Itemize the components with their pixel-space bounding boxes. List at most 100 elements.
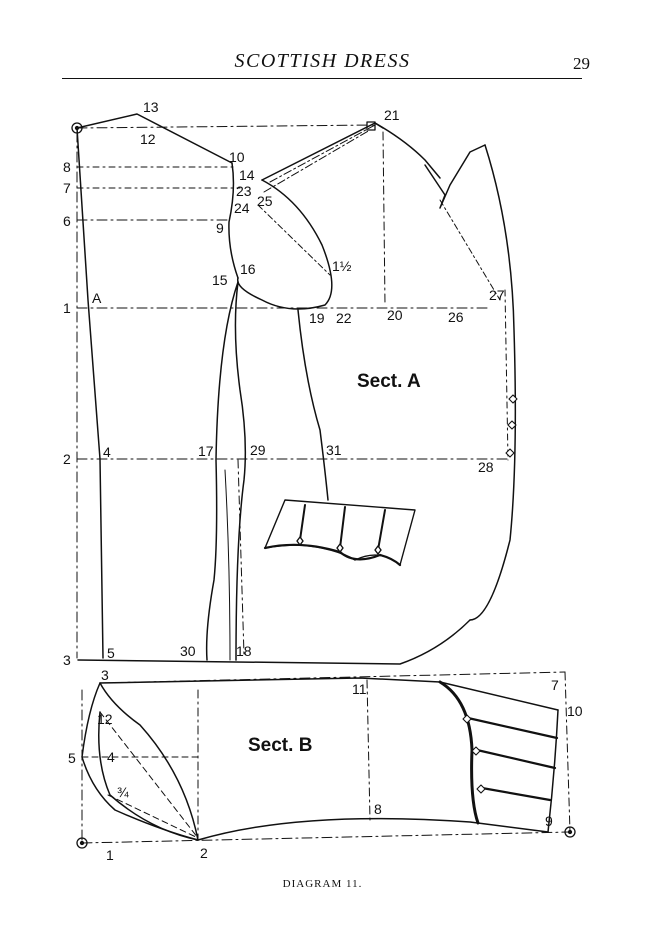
b-cuff-buttons [462,714,486,794]
a-front-button-1 [508,394,518,404]
label-b-2: 2 [200,845,208,861]
sect-b-outline [81,677,559,841]
a-flap-pleat-1 [299,504,306,541]
label-a-3: 3 [63,652,71,668]
sect-b-construction-lines [81,671,571,844]
a-point-markers [71,121,376,134]
label-b-10: 10 [567,703,583,719]
label-a-1half: 1½ [332,258,352,274]
label-b-3q: ¾ [117,784,129,800]
a-side-body-right [234,281,247,661]
a-back-armhole [228,162,239,279]
label-a-12: 12 [140,131,156,147]
b-right-vertical [564,671,571,833]
b-bottom-edge [197,817,549,841]
label-a-23: 23 [236,183,252,199]
label-b-11: 11 [352,681,367,697]
a-neck-construction [263,129,371,193]
label-a-13: 13 [143,99,159,115]
sect-a-labels: 13 12 21 8 10 14 7 23 25 24 6 9 15 16 1½… [63,99,505,668]
label-a-20: 20 [387,307,403,323]
a-pocket-flap [263,499,416,567]
label-a-17: 17 [198,443,214,459]
a-shoulder-construction [269,124,376,183]
b-cuff-top [439,681,559,711]
a-point-21-marker [366,121,376,131]
diagram-caption: DIAGRAM 11. [282,878,363,890]
label-a-27: 27 [489,287,505,303]
b-cuff-right [547,709,559,833]
b-bottom-line [81,831,571,844]
a-flap-pleat-3 [377,509,386,551]
label-a-25: 25 [257,193,273,209]
a-lapel-construction [439,199,501,301]
label-b-4: 4 [107,749,115,765]
header-rule [62,78,582,79]
label-b-8: 8 [374,801,382,817]
b-cuff-stripe-2 [475,748,557,770]
a-front-button-2 [507,420,517,430]
a-top-construction-line [76,124,376,129]
label-a-24: 24 [234,200,250,216]
b-left-origin [76,837,88,849]
label-b-9: 9 [545,813,553,829]
label-a-9: 9 [216,220,224,236]
a-bottom-edge [77,619,471,665]
section-b-title: Sect. B [248,735,312,756]
a-armhole-curve [236,179,333,310]
a-button-1 [296,536,304,546]
label-b-5: 5 [68,750,76,766]
a-dart-line [224,469,231,661]
label-a-8: 8 [63,159,71,175]
b-right-origin [564,826,576,838]
a-origin-point-dot [74,125,80,131]
a-side-vertical [237,459,245,656]
running-title: SCOTTISH DRESS [234,50,411,72]
label-a-2: 2 [63,451,71,467]
label-b-12: 12 [97,711,113,727]
a-shoulder-seam [261,122,384,181]
a-underarm-seam [297,309,329,501]
a-sleeve-depth-line [257,204,331,276]
b-line-3q [107,794,199,839]
section-a-title: Sect. A [357,371,421,392]
b-cuff-button-1 [462,714,472,724]
a-flap-scallop [263,543,402,567]
label-a-21: 21 [384,107,400,123]
label-a-30: 30 [180,643,196,659]
a-front-buttons [505,394,518,458]
b-cuff-curve [438,680,480,825]
b-point-markers [76,826,576,849]
sect-a-construction-lines [76,124,511,659]
b-diag-12 [99,711,199,839]
b-right-origin-dot [567,829,573,835]
b-point-11-vertical [366,679,371,821]
a-front-vertical [382,131,386,306]
a-centre-back-seam [76,127,104,659]
a-side-body-left [205,281,239,661]
a-flap-outline [264,499,416,566]
label-a-15: 15 [212,272,228,288]
label-a-28: 28 [478,459,494,475]
label-a-16: 16 [240,261,256,277]
a-flap-pleat-2 [339,506,346,549]
label-a-4: 4 [103,444,111,460]
b-inner-head [98,711,199,841]
label-a-31: 31 [326,442,342,458]
a-button-3 [374,545,382,555]
b-cuff-button-3 [476,784,486,794]
b-top-line [99,671,566,684]
b-cuff-stripe-1 [466,716,559,740]
label-a-19: 19 [309,310,325,326]
label-a-A: A [92,290,102,306]
label-a-26: 26 [448,309,464,325]
page-number: 29 [573,54,590,73]
a-front-edge [469,144,517,621]
b-head-curve [99,682,199,841]
label-a-29: 29 [250,442,266,458]
label-a-6: 6 [63,213,71,229]
label-a-22: 22 [336,310,352,326]
sect-b-labels: 3 11 7 10 12 5 4 ¾ 8 9 1 2 Sect. B [68,667,583,863]
